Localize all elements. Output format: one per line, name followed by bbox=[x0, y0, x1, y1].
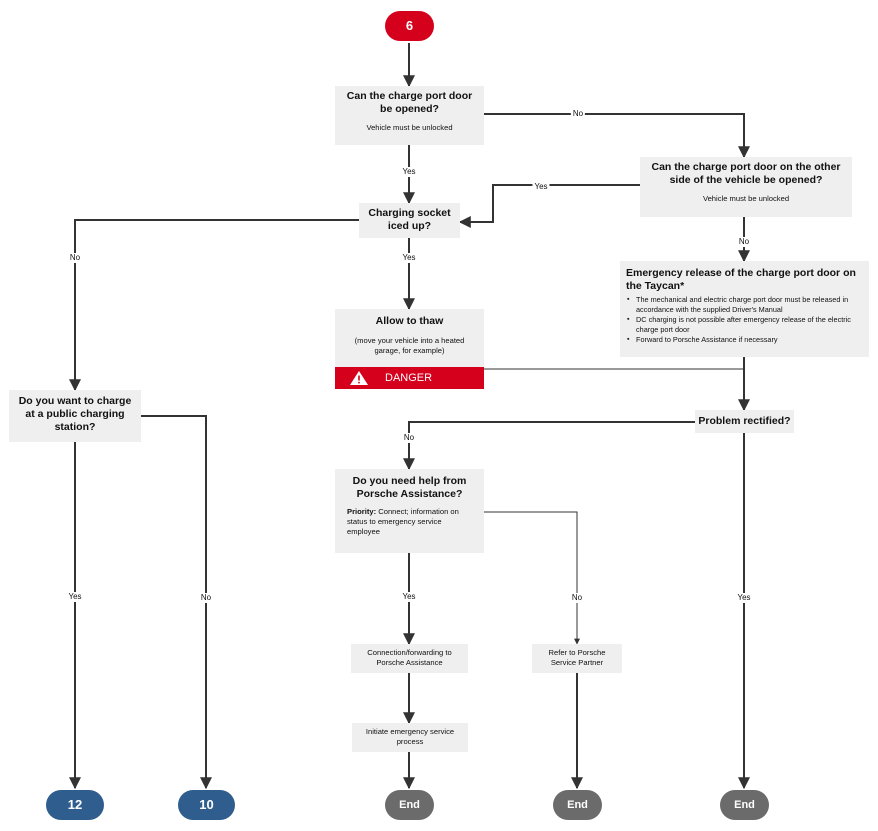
q-charge-port-door: Can the charge port door be opened? Vehi… bbox=[335, 86, 484, 145]
label-no: No bbox=[198, 593, 214, 603]
refer-text: Refer to Porsche Service Partner bbox=[548, 648, 606, 667]
q-porsche-assistance-title: Do you need help from Porsche Assistance… bbox=[352, 475, 467, 500]
connection-forwarding: Connection/forwarding to Porsche Assista… bbox=[351, 644, 468, 673]
q-problem-rectified-title: Problem rectified? bbox=[698, 415, 791, 427]
q-socket-iced: Charging socket iced up? bbox=[359, 203, 460, 238]
connection-text: Connection/forwarding to Porsche Assista… bbox=[367, 648, 452, 667]
allow-to-thaw: Allow to thaw (move your vehicle into a … bbox=[335, 309, 484, 367]
label-yes: Yes bbox=[400, 253, 418, 263]
label-no: No bbox=[570, 109, 586, 119]
arrow-iced-public bbox=[69, 219, 359, 392]
emergency-release: Emergency release of the charge port doo… bbox=[620, 261, 869, 357]
q-other-side-title: Can the charge port door on the other si… bbox=[651, 161, 841, 186]
label-yes: Yes bbox=[66, 592, 84, 602]
q-socket-iced-title: Charging socket iced up? bbox=[368, 207, 451, 232]
initiate-emergency: Initiate emergency service process bbox=[352, 723, 468, 752]
end-node-1: End bbox=[385, 790, 434, 820]
end-node-10: 10 bbox=[178, 790, 235, 820]
arrow-q1-otherside bbox=[484, 113, 750, 159]
label-no: No bbox=[569, 593, 585, 603]
emergency-bullet: DC charging is not possible after emerge… bbox=[627, 315, 863, 335]
danger-banner: DANGER bbox=[335, 367, 484, 389]
arrow-help-refer bbox=[484, 511, 580, 645]
q-public-charging: Do you want to charge at a public chargi… bbox=[9, 390, 141, 442]
q-charge-port-door-note: Vehicle must be unlocked bbox=[366, 123, 453, 132]
start-node: 6 bbox=[385, 11, 434, 41]
arrow-rectified-help bbox=[403, 421, 695, 471]
end-node-2: End bbox=[553, 790, 602, 820]
arrow-public-10 bbox=[141, 415, 212, 790]
danger-label: DANGER bbox=[385, 372, 433, 384]
warning-icon bbox=[350, 371, 368, 385]
label-no: No bbox=[67, 253, 83, 263]
q-problem-rectified: Problem rectified? bbox=[695, 410, 794, 433]
end-node-12: 12 bbox=[46, 790, 104, 820]
emergency-bullets: The mechanical and electric charge port … bbox=[626, 295, 863, 345]
thaw-title: Allow to thaw bbox=[375, 315, 444, 327]
label-no: No bbox=[401, 433, 417, 443]
q-other-side: Can the charge port door on the other si… bbox=[640, 157, 852, 217]
arrow-otherside-iced bbox=[458, 184, 640, 228]
emergency-title: Emergency release of the charge port doo… bbox=[626, 267, 856, 292]
label-yes: Yes bbox=[532, 182, 550, 192]
q-other-side-note: Vehicle must be unlocked bbox=[702, 194, 790, 203]
end-node-3: End bbox=[720, 790, 769, 820]
thaw-note: (move your vehicle into a heated garage,… bbox=[354, 336, 465, 355]
label-yes: Yes bbox=[735, 593, 753, 603]
priority-note: Priority: Connect; information on status… bbox=[335, 501, 484, 537]
emergency-bullet: The mechanical and electric charge port … bbox=[627, 295, 863, 315]
emergency-bullet: Forward to Porsche Assistance if necessa… bbox=[627, 335, 863, 345]
refer-service-partner: Refer to Porsche Service Partner bbox=[532, 644, 622, 673]
q-public-charging-title: Do you want to charge at a public chargi… bbox=[18, 395, 132, 433]
q-charge-port-door-title: Can the charge port door be opened? bbox=[346, 90, 473, 115]
priority-label: Priority: bbox=[347, 507, 377, 516]
label-no: No bbox=[736, 237, 752, 247]
label-yes: Yes bbox=[400, 167, 418, 177]
label-yes: Yes bbox=[400, 592, 418, 602]
priority-text: Connect; information on status to emerge… bbox=[347, 507, 459, 536]
initiate-text: Initiate emergency service process bbox=[365, 727, 455, 746]
q-porsche-assistance: Do you need help from Porsche Assistance… bbox=[335, 469, 484, 553]
